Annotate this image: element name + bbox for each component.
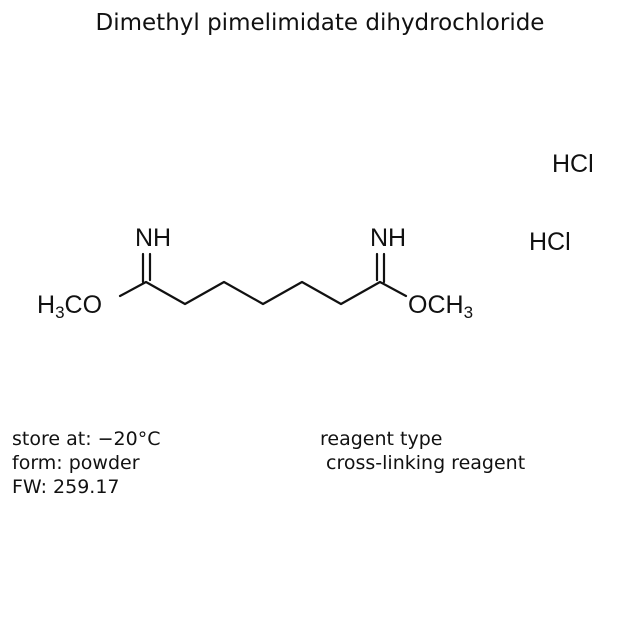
imine-nh-left: NH	[135, 224, 172, 252]
compound-title: Dimethyl pimelimidate dihydrochloride	[95, 10, 545, 36]
hcl-salt-2: HCl	[529, 228, 571, 256]
imine-nh-right: NH	[370, 224, 407, 252]
fw-text: FW: 259.17	[12, 476, 120, 498]
methoxy-right: OCH3	[408, 291, 474, 322]
form-text: form: powder	[12, 452, 140, 474]
reagent-type-label: reagent type	[320, 428, 443, 450]
reagent-type-value: cross-linking reagent	[320, 452, 526, 474]
carbon-chain	[118, 280, 408, 306]
storage-text: store at: −20°C	[12, 428, 161, 450]
methoxy-left: H3CO	[37, 291, 103, 322]
hcl-salt-1: HCl	[552, 150, 594, 178]
